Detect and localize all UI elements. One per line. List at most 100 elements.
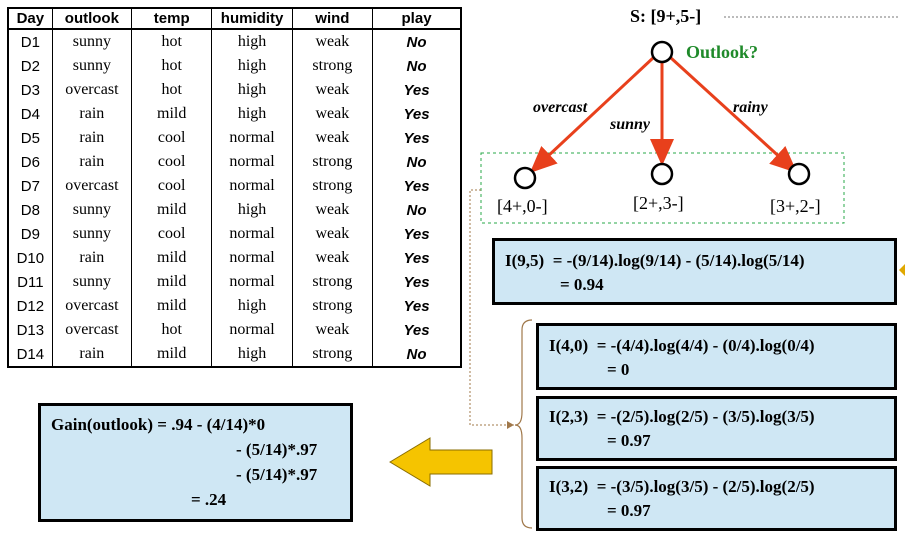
curly-brace [514,319,533,529]
table-cell: D12 [8,294,53,318]
column-header: play [372,8,461,30]
table-cell: sunny [52,270,133,294]
table-cell: D1 [8,29,53,54]
table-cell: rain [52,150,133,174]
table-cell: rain [52,246,133,270]
child-entropy-box-overcast: I(4,0) = -(4/4).log(4/4) - (0/4).log(0/4… [536,323,897,390]
table-cell: high [211,54,293,78]
table-cell: sunny [52,54,133,78]
table-cell: No [406,57,427,75]
child-entropy-result: = 0.97 [607,501,651,520]
column-header: outlook [52,8,133,30]
yellow-left-arrow-icon [389,437,493,487]
root-entropy-formula: I(9,5) = -(9/14).log(9/14) - (5/14).log(… [505,251,805,270]
table-cell: sunny [52,222,133,246]
split-question-label: Outlook? [686,42,759,62]
leaf-node-sunny [650,162,674,186]
table-cell: weak [292,246,374,270]
table-cell: Yes [403,105,430,123]
table-cell: normal [211,126,293,150]
table-cell: D7 [8,174,53,198]
root-entropy-result: = 0.94 [560,275,604,294]
table-cell: Yes [403,129,430,147]
root-entropy-box: I(9,5) = -(9/14).log(9/14) - (5/14).log(… [492,238,897,305]
table-cell: weak [292,318,374,342]
table-cell: D10 [8,246,53,270]
table-cell: weak [292,29,374,54]
table-cell: mild [131,198,213,222]
table-cell: rain [52,342,133,367]
child-entropy-formula: I(2,3) = -(2/5).log(2/5) - (3/5).log(3/5… [549,407,815,426]
table-cell: strong [292,150,374,174]
child-entropy-box-sunny: I(2,3) = -(2/5).log(2/5) - (3/5).log(3/5… [536,396,897,461]
table-cell: strong [292,270,374,294]
gain-line-3: - (5/14)*.97 [236,465,318,484]
table-cell: D2 [8,54,53,78]
leaf-node-rainy [787,162,811,186]
child-entropy-result: = 0 [607,360,630,379]
table-cell: weak [292,126,374,150]
table-cell: mild [131,294,213,318]
table-cell: No [406,201,427,219]
table-cell: D3 [8,78,53,102]
table-cell: D4 [8,102,53,126]
table-cell: cool [131,222,213,246]
table-cell: mild [131,270,213,294]
root-set-label: S: [9+,5-] [630,6,702,26]
table-cell: hot [131,318,213,342]
table-cell: strong [292,294,374,318]
table-cell: normal [211,222,293,246]
branch-rainy-arrow [669,56,798,174]
table-header-row: Day outlook temp humidity wind play [8,8,461,30]
table-cell: high [211,342,293,367]
column-header: humidity [211,8,293,30]
gain-line-2: - (5/14)*.97 [236,440,318,459]
table-cell: normal [211,150,293,174]
table-cell: strong [292,342,374,367]
table-cell: D8 [8,198,53,222]
child-entropy-result: = 0.97 [607,431,651,450]
table-cell: high [211,29,293,54]
table-cell: overcast [52,318,133,342]
root-node [650,40,674,64]
table-cell: D5 [8,126,53,150]
branch-label-overcast: overcast [533,99,588,116]
table-cell: D14 [8,342,53,367]
leaves-to-entropy-connector [469,189,514,429]
table-cell: D11 [8,270,53,294]
table-cell: mild [131,102,213,126]
table-cell: weak [292,198,374,222]
table-cell: normal [211,174,293,198]
table-cell: sunny [52,29,133,54]
table-cell: Yes [403,177,430,195]
table-cell: Yes [403,225,430,243]
table-cell: No [406,153,427,171]
table-cell: weak [292,102,374,126]
table-cell: strong [292,174,374,198]
information-gain-box: Gain(outlook) = .94 - (4/14)*0 - (5/14)*… [38,403,353,522]
table-cell: strong [292,54,374,78]
table-cell: normal [211,318,293,342]
table-cell: normal [211,270,293,294]
column-header: temp [131,8,213,30]
table-cell: cool [131,174,213,198]
table-cell: cool [131,150,213,174]
branch-label-rainy: rainy [733,99,768,116]
leaf-label-sunny: [2+,3-] [633,193,684,213]
table-cell: normal [211,246,293,270]
table-cell: rain [52,126,133,150]
branch-label-sunny: sunny [610,116,651,133]
table-cell: high [211,198,293,222]
table-cell: No [406,345,427,363]
